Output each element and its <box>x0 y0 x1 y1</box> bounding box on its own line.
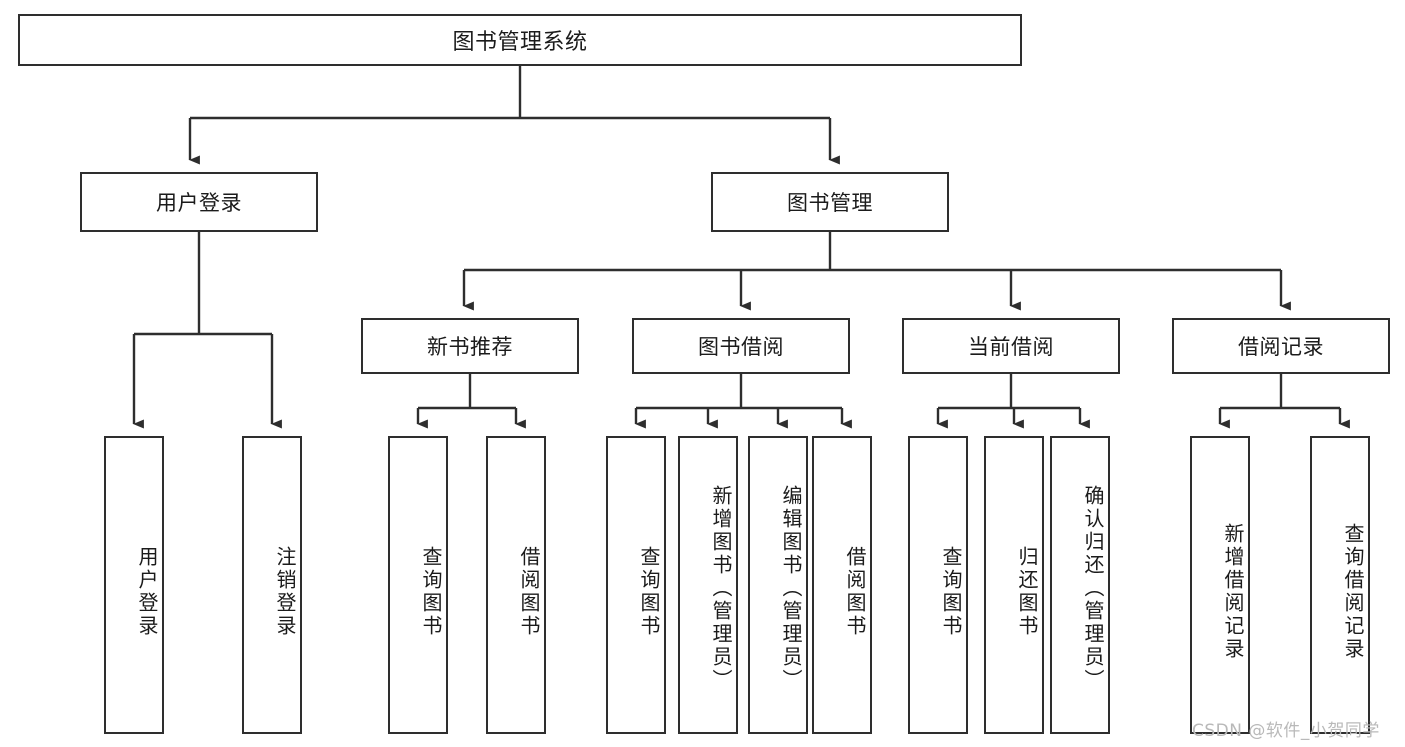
leaf-node-return-books[interactable]: 归还图书 <box>984 436 1044 734</box>
leaf-node-user-login[interactable]: 用户登录 <box>104 436 164 734</box>
leaf-node-add-borrow-record[interactable]: 新增借阅记录 <box>1190 436 1250 734</box>
leaf-node-confirm-return-admin[interactable]: 确认归还（管理员） <box>1050 436 1110 734</box>
leaf-node-borrow-books[interactable]: 借阅图书 <box>812 436 872 734</box>
node-new-book-recommend[interactable]: 新书推荐 <box>361 318 579 374</box>
leaf-node-query-borrow-record[interactable]: 查询借阅记录 <box>1310 436 1370 734</box>
leaf-node-query-books-recommend[interactable]: 查询图书 <box>388 436 448 734</box>
leaf-node-add-book-admin[interactable]: 新增图书（管理员） <box>678 436 738 734</box>
node-user-login[interactable]: 用户登录 <box>80 172 318 232</box>
leaf-node-query-books-borrow[interactable]: 查询图书 <box>606 436 666 734</box>
node-borrow-records[interactable]: 借阅记录 <box>1172 318 1390 374</box>
csdn-watermark: CSDN @软件_小贺同学 <box>1192 721 1380 741</box>
leaf-node-query-books-current[interactable]: 查询图书 <box>908 436 968 734</box>
leaf-node-logout[interactable]: 注销登录 <box>242 436 302 734</box>
node-root-system[interactable]: 图书管理系统 <box>18 14 1022 66</box>
leaf-node-borrow-books-recommend[interactable]: 借阅图书 <box>486 436 546 734</box>
node-book-borrow[interactable]: 图书借阅 <box>632 318 850 374</box>
node-current-borrow[interactable]: 当前借阅 <box>902 318 1120 374</box>
leaf-node-edit-book-admin[interactable]: 编辑图书（管理员） <box>748 436 808 734</box>
node-book-management[interactable]: 图书管理 <box>711 172 949 232</box>
